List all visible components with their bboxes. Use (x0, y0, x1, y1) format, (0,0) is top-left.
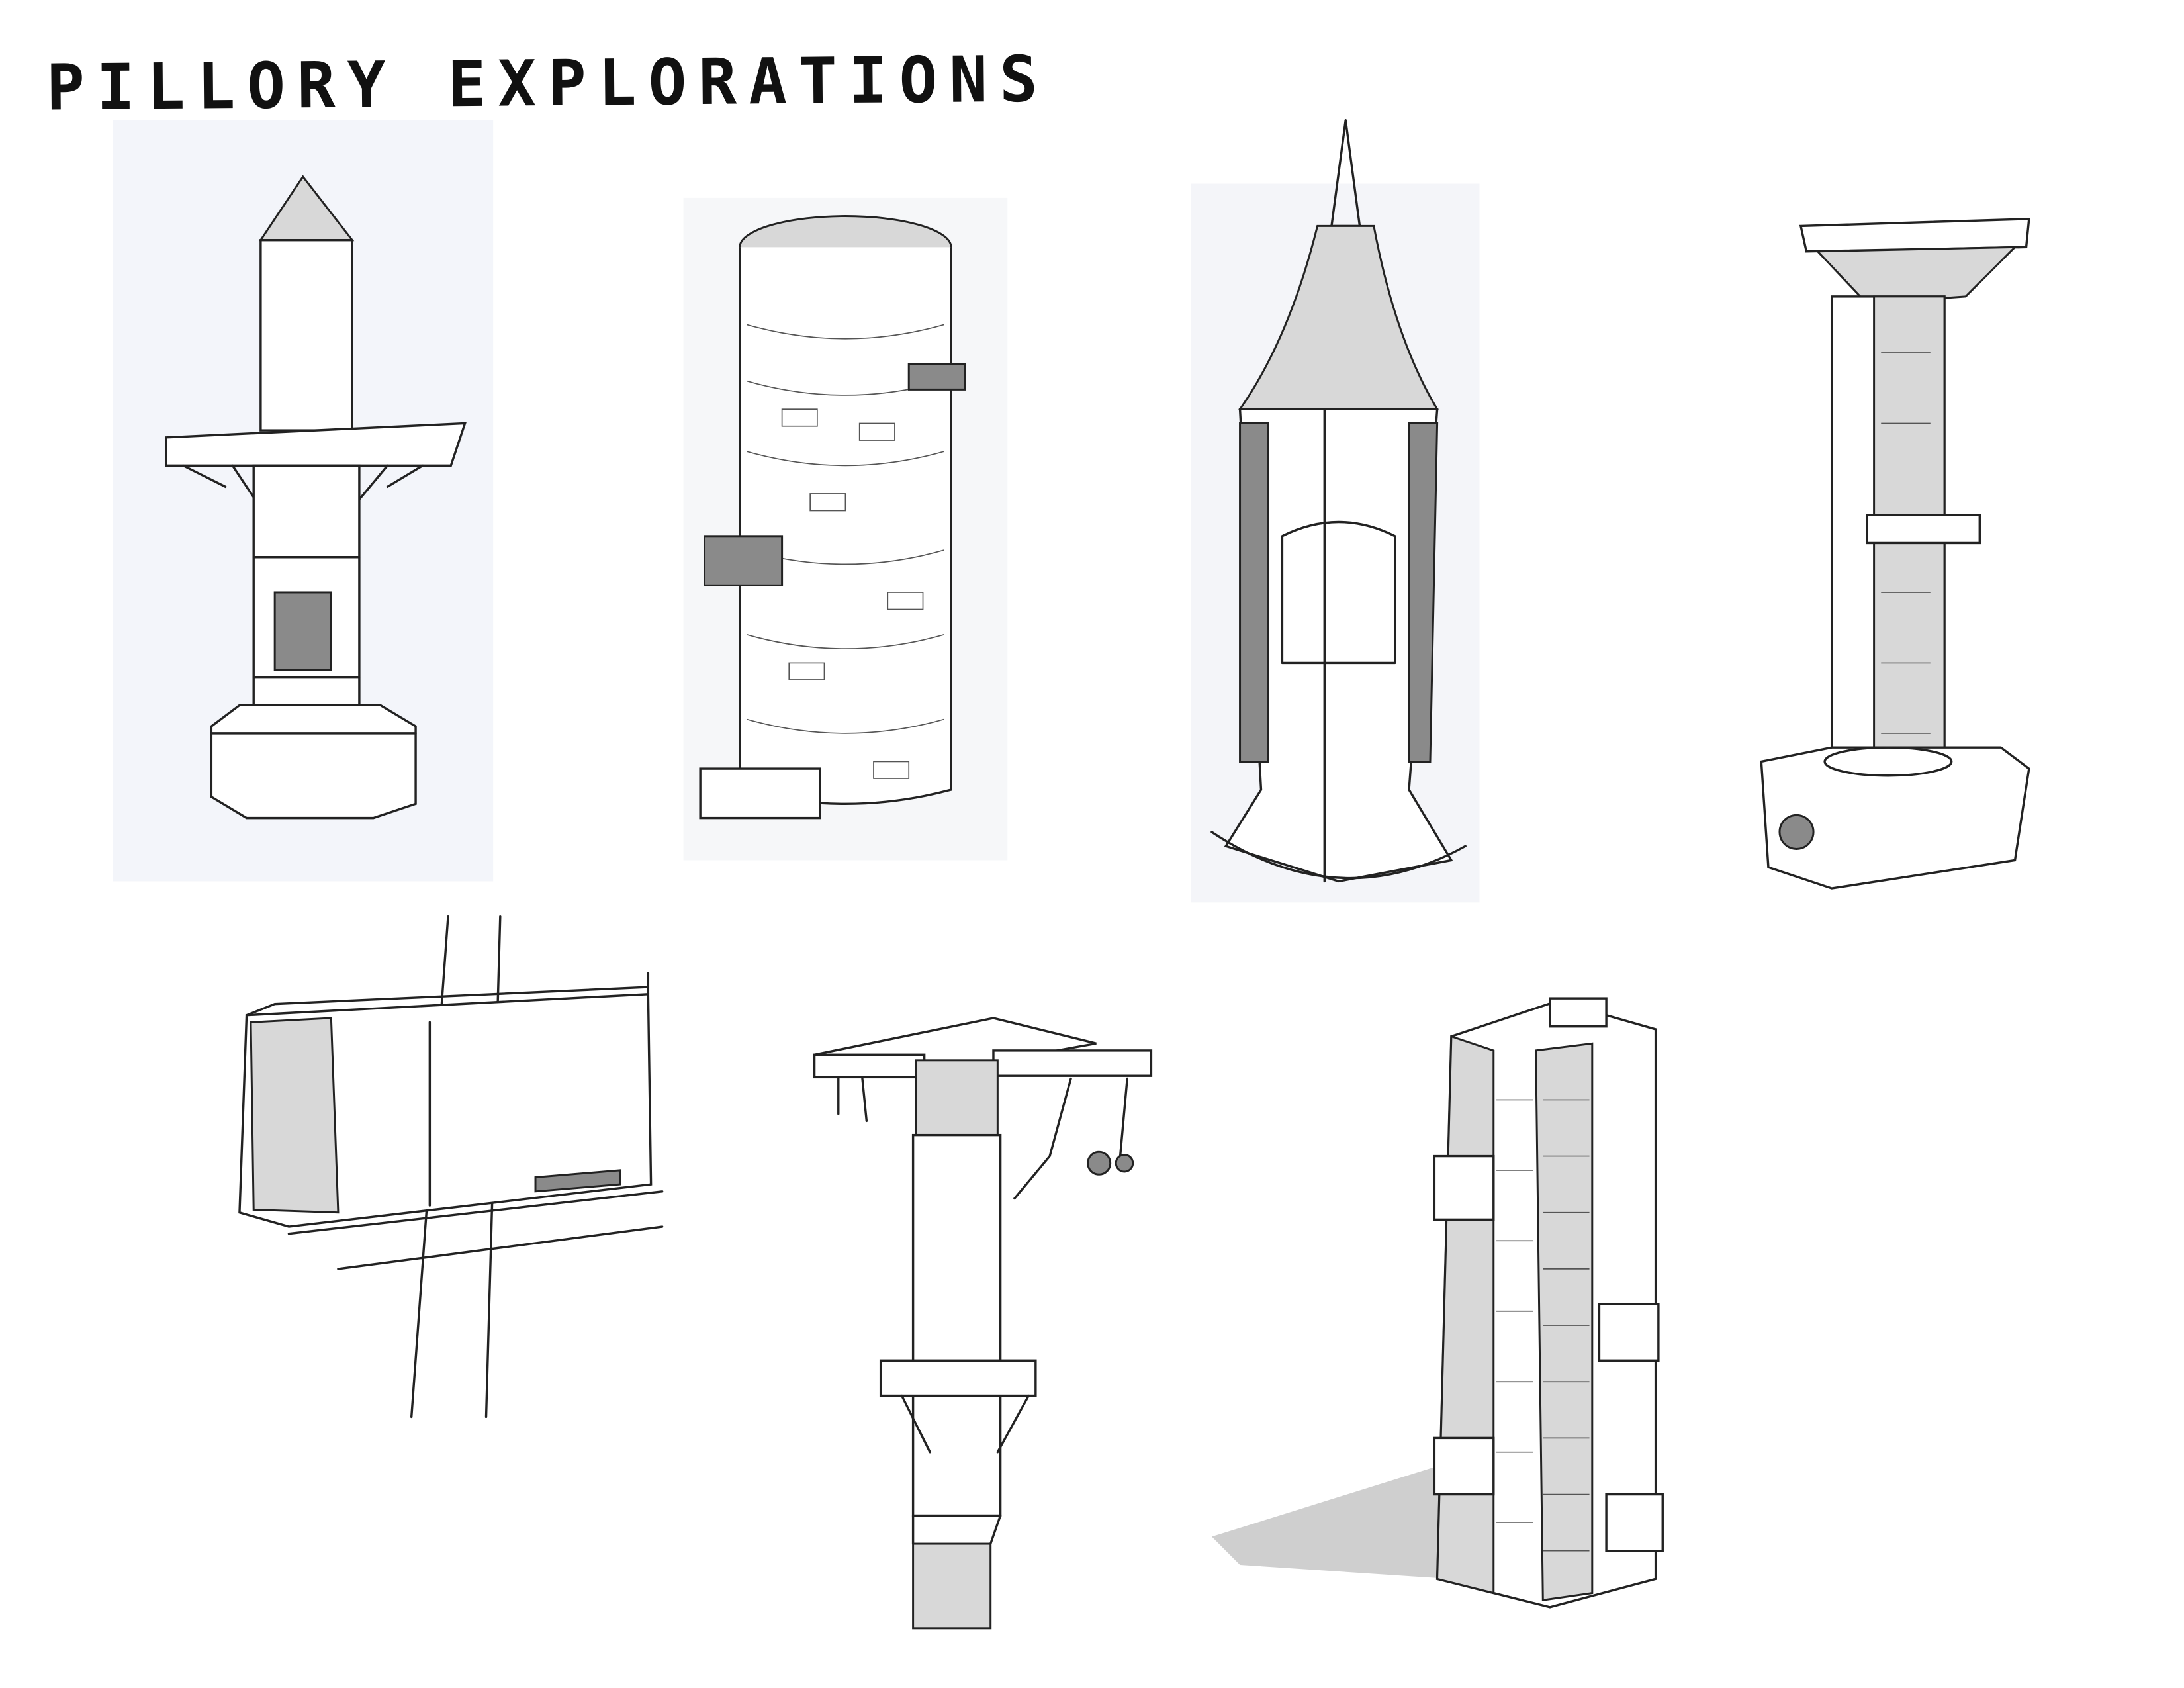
sketch-shaded-tower (1211, 997, 1664, 1609)
sketch-bench-frame (238, 915, 664, 1419)
sketch-octagonal-pillar (113, 120, 494, 882)
sketch-spire-pillar (1191, 119, 1480, 903)
sketch-crossbar-post (813, 1017, 1153, 1630)
sketch-slab-top-column (1760, 218, 2030, 890)
sketch-brick-cylinder (683, 197, 1008, 861)
